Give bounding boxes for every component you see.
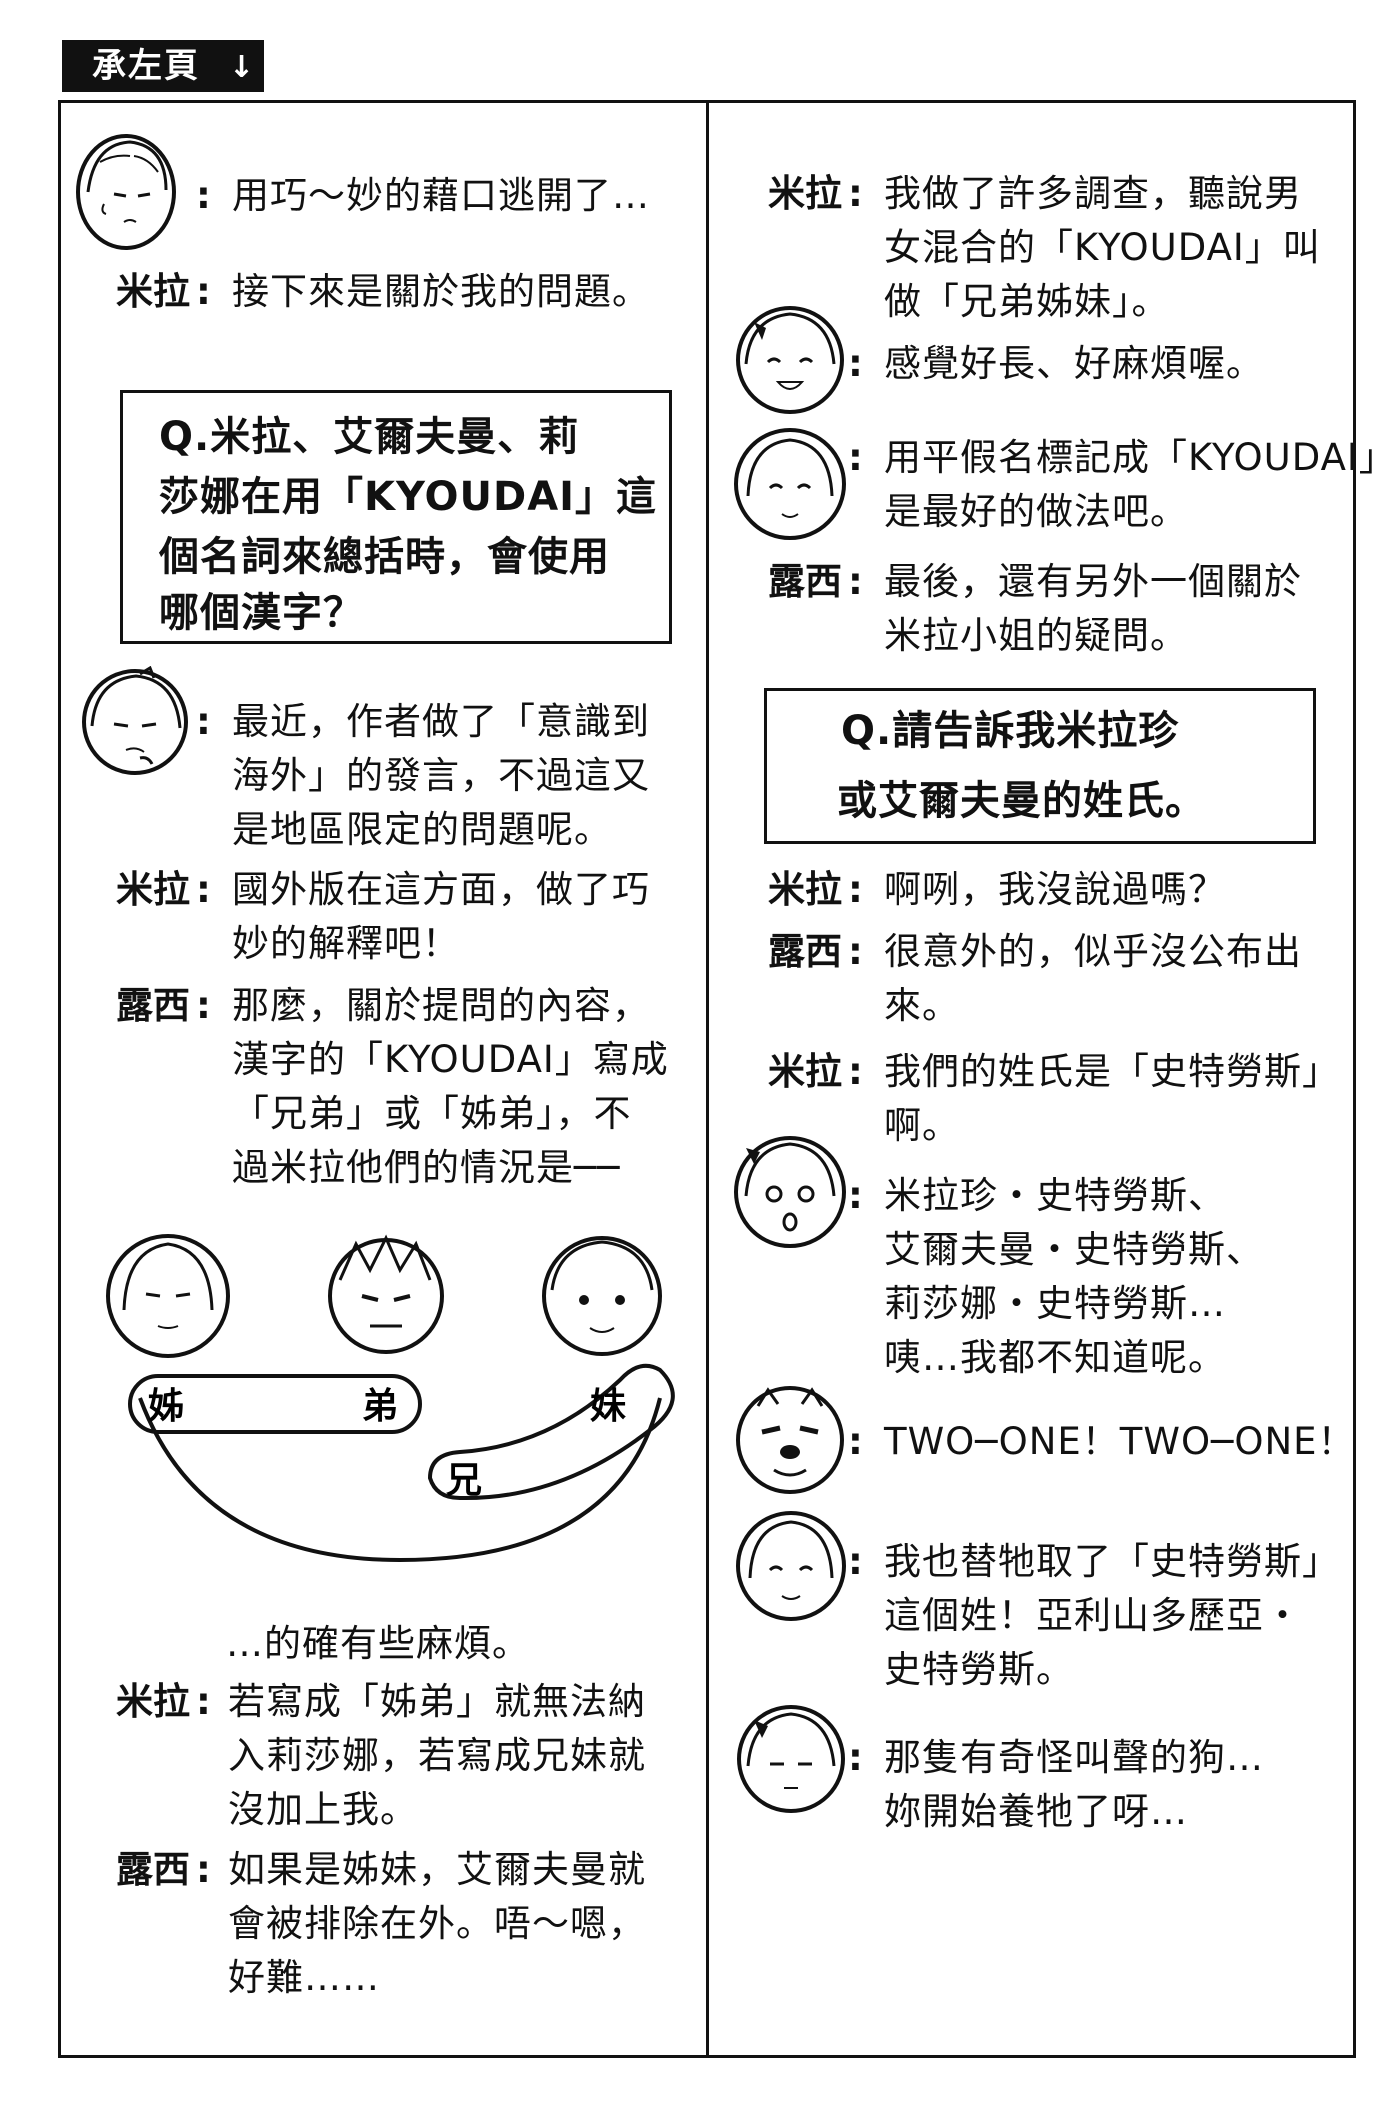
speaker-name: 露西 bbox=[768, 560, 842, 603]
colon: : bbox=[848, 172, 863, 215]
dialogue-line: 接下來是關於我的問題。 bbox=[232, 270, 650, 313]
dialogue-line: 莉莎娜・史特勞斯… bbox=[884, 1282, 1226, 1325]
dialogue-line: 女混合的「KYOUDAI」叫 bbox=[884, 226, 1321, 269]
continued-from-left-page-tag: 承左頁 ↓ bbox=[62, 40, 264, 92]
dialogue-line: 感覺好長、好麻煩喔。 bbox=[884, 342, 1264, 385]
colon: : bbox=[196, 868, 211, 911]
colon: : bbox=[848, 436, 863, 479]
dialogue-line: 最近，作者做了「意識到 bbox=[232, 700, 650, 743]
dialogue-line: 妙的解釋吧！ bbox=[232, 922, 460, 965]
lisanna-portrait-icon bbox=[542, 1236, 662, 1356]
dialogue-line: 會被排除在外。唔～嗯， bbox=[228, 1902, 646, 1945]
question-line: 或艾爾夫曼的姓氏。 bbox=[837, 778, 1206, 824]
dialogue-line: 很意外的，似乎沒公布出 bbox=[884, 930, 1302, 973]
colon: : bbox=[196, 984, 211, 1027]
speaker-name: 米拉 bbox=[116, 1680, 190, 1723]
lucy-happy-face-icon bbox=[736, 306, 844, 414]
dialogue-line: 我做了許多調查，聽說男 bbox=[884, 172, 1302, 215]
dialogue-line: 米拉珍・史特勞斯、 bbox=[884, 1174, 1226, 1217]
question-box-2: Q.請告訴我米拉珍 或艾爾夫曼的姓氏。 bbox=[764, 688, 1316, 844]
dialogue-line: 國外版在這方面，做了巧 bbox=[232, 868, 650, 911]
dialogue-line: 如果是姊妹，艾爾夫曼就 bbox=[228, 1848, 646, 1891]
colon: : bbox=[196, 270, 211, 313]
dialogue-line: TWO─ONE！TWO─ONE！ bbox=[884, 1420, 1356, 1463]
kyoudai-kanji-diagram: 姊 弟 妹 兄 bbox=[106, 1234, 675, 1563]
question-line: 莎娜在用「KYOUDAI」這 bbox=[159, 474, 658, 520]
colon: : bbox=[196, 700, 211, 743]
colon: : bbox=[848, 1050, 863, 1093]
question-line: 個名詞來總括時，會使用 bbox=[159, 534, 610, 580]
diagram-label-elder-sister: 姊 bbox=[148, 1386, 184, 1427]
dialogue-line: 妳開始養牠了呀… bbox=[884, 1790, 1188, 1833]
dialogue-line: 咦…我都不知道呢。 bbox=[884, 1336, 1226, 1379]
dialogue-line: 漢字的「KYOUDAI」寫成 bbox=[232, 1038, 669, 1081]
diagram-label-younger-brother: 弟 bbox=[362, 1386, 398, 1427]
mira-sweat-face-icon bbox=[76, 134, 176, 250]
dialogue-line: 是最好的做法吧。 bbox=[884, 490, 1188, 533]
dialogue-line: 那隻有奇怪叫聲的狗… bbox=[884, 1736, 1264, 1779]
mira-portrait-icon bbox=[106, 1234, 230, 1358]
dialogue-line: 做「兄弟姊妹」。 bbox=[884, 280, 1170, 323]
elfman-portrait-icon bbox=[328, 1234, 444, 1354]
speaker-name: 米拉 bbox=[768, 868, 842, 911]
speaker-name: 露西 bbox=[116, 984, 190, 1027]
question-line: Q.米拉、艾爾夫曼、莉 bbox=[159, 414, 580, 460]
lucy-surprised-face-icon bbox=[734, 1136, 846, 1248]
question-line: 哪個漢字？ bbox=[159, 590, 364, 636]
speaker-name: 米拉 bbox=[768, 1050, 842, 1093]
dialogue-line: 沒加上我。 bbox=[228, 1788, 418, 1831]
mira-thinking-face-icon bbox=[82, 666, 188, 775]
dialogue-line: 啊咧，我沒說過嗎？ bbox=[884, 868, 1226, 911]
colon: : bbox=[196, 1680, 211, 1723]
colon: : bbox=[196, 174, 211, 217]
colon: : bbox=[848, 1736, 863, 1779]
dialogue-line: 「兄弟」或「姊弟」，不 bbox=[232, 1092, 632, 1135]
dialogue-line: 艾爾夫曼・史特勞斯、 bbox=[884, 1228, 1264, 1271]
speaker-name: 露西 bbox=[116, 1848, 190, 1891]
dialogue-line: 海外」的發言，不過這又 bbox=[232, 754, 650, 797]
arrow-down-icon: ↓ bbox=[228, 50, 256, 85]
dialogue-line: 那麼，關於提問的內容， bbox=[232, 984, 650, 1027]
dialogue-line: 用平假名標記成「KYOUDAI」 bbox=[884, 436, 1397, 479]
lucy-tired-face-icon bbox=[737, 1705, 845, 1813]
column-divider bbox=[706, 100, 709, 2058]
dialogue-line: 好難…… bbox=[228, 1956, 380, 1999]
colon: : bbox=[848, 1540, 863, 1583]
dog-face-icon bbox=[736, 1386, 844, 1494]
dialogue-line: 來。 bbox=[884, 984, 960, 1027]
colon: : bbox=[848, 1174, 863, 1217]
question-box-1: Q.米拉、艾爾夫曼、莉 莎娜在用「KYOUDAI」這 個名詞來總括時，會使用 哪… bbox=[120, 390, 672, 644]
lisanna-smile-face-icon bbox=[734, 428, 846, 540]
speaker-name: 米拉 bbox=[116, 270, 190, 313]
dialogue-line: …的確有些麻煩。 bbox=[226, 1622, 530, 1665]
colon: : bbox=[848, 342, 863, 385]
tag-label: 承左頁 bbox=[92, 46, 200, 86]
colon: : bbox=[848, 930, 863, 973]
lisanna-smile-face-icon-2 bbox=[736, 1511, 846, 1621]
dialogue-line: 過米拉他們的情況是── bbox=[232, 1146, 621, 1189]
dialogue-line: 史特勞斯。 bbox=[884, 1648, 1074, 1691]
dialogue-line: 我們的姓氏是「史特勞斯」 bbox=[884, 1050, 1340, 1093]
dialogue-line: 入莉莎娜，若寫成兄妹就 bbox=[228, 1734, 646, 1777]
dialogue-line: 是地區限定的問題呢。 bbox=[232, 808, 612, 851]
speaker-name: 米拉 bbox=[116, 868, 190, 911]
dialogue-line: 我也替牠取了「史特勞斯」 bbox=[884, 1540, 1340, 1583]
dialogue-line: 這個姓！亞利山多歷亞・ bbox=[884, 1594, 1302, 1637]
dialogue-line: 用巧～妙的藉口逃開了… bbox=[232, 174, 650, 217]
colon: : bbox=[196, 1848, 211, 1891]
speaker-name: 米拉 bbox=[768, 172, 842, 215]
colon: : bbox=[848, 868, 863, 911]
speaker-name: 露西 bbox=[768, 930, 842, 973]
dialogue-line: 最後，還有另外一個關於 bbox=[884, 560, 1302, 603]
colon: : bbox=[848, 560, 863, 603]
diagram-label-younger-sister: 妹 bbox=[590, 1386, 626, 1427]
question-line: Q.請告訴我米拉珍 bbox=[841, 708, 1180, 754]
dialogue-line: 啊。 bbox=[884, 1104, 960, 1147]
diagram-label-elder-brother: 兄 bbox=[446, 1460, 482, 1501]
dialogue-line: 米拉小姐的疑問。 bbox=[884, 614, 1188, 657]
colon: : bbox=[848, 1420, 863, 1463]
dialogue-line: 若寫成「姊弟」就無法納 bbox=[228, 1680, 646, 1723]
